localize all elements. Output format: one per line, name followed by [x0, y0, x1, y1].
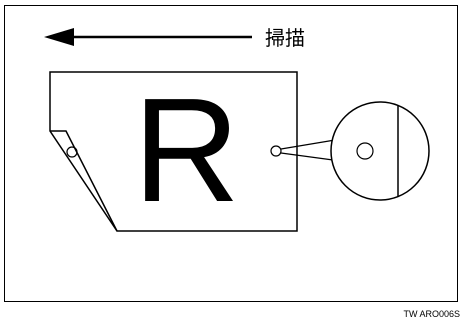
- figure-code: TW ARO006S: [403, 309, 460, 319]
- folded-corner: [50, 130, 118, 232]
- scan-direction-arrow-icon: [44, 28, 252, 46]
- scan-direction-label: 掃描: [265, 26, 305, 50]
- edge-mark: [270, 145, 282, 157]
- magnifier-icon: [330, 101, 430, 201]
- callout-lines: [280, 139, 336, 161]
- flap-mark: [66, 146, 78, 158]
- document-sheet: [49, 71, 298, 232]
- diagram-frame: [4, 5, 458, 302]
- document-letter: R: [133, 68, 240, 233]
